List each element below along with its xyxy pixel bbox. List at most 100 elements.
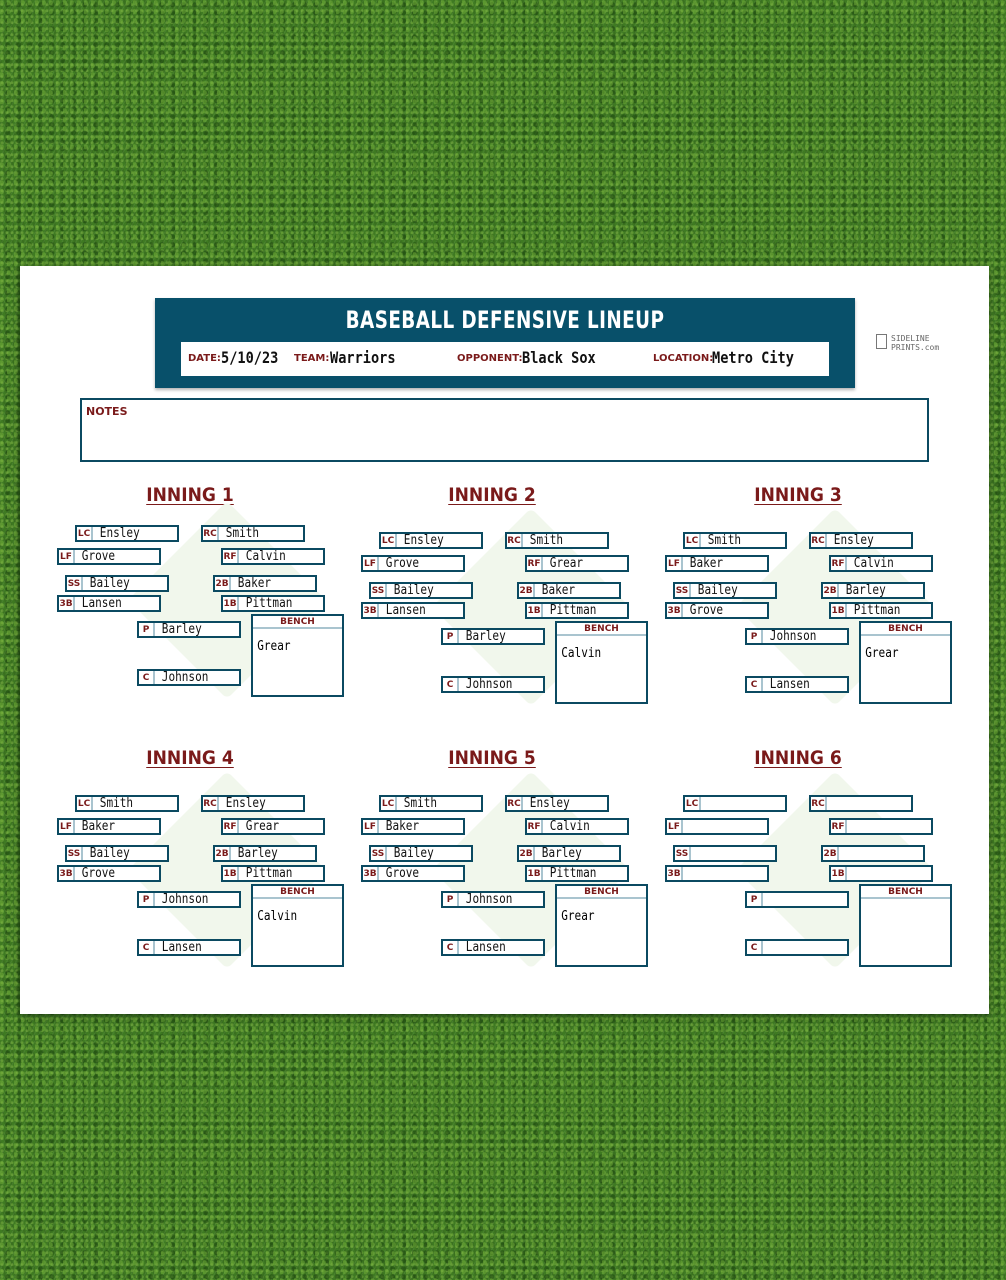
player-name: Barley bbox=[541, 846, 582, 861]
player-name: Smith bbox=[403, 796, 438, 811]
bench-label: BENCH bbox=[253, 616, 342, 629]
player-name: Grear bbox=[549, 556, 584, 571]
position-label: RF bbox=[831, 820, 847, 833]
player-name: Grear bbox=[245, 819, 280, 834]
player-name: Pittman bbox=[853, 603, 901, 618]
position-slot-rf[interactable]: RF bbox=[829, 818, 933, 835]
bench-label: BENCH bbox=[861, 623, 950, 636]
position-slot-rf[interactable]: RF Calvin bbox=[221, 548, 325, 565]
player-name: Baker bbox=[385, 819, 420, 834]
player-name: Calvin bbox=[245, 549, 286, 564]
player-name: Baker bbox=[81, 819, 116, 834]
position-label: P bbox=[139, 893, 155, 906]
position-label: RC bbox=[811, 534, 827, 547]
position-label: LC bbox=[381, 797, 397, 810]
player-name: Grove bbox=[689, 603, 724, 618]
position-slot-ss[interactable]: SS bbox=[673, 845, 777, 862]
player-name: Smith bbox=[707, 533, 742, 548]
position-label: LC bbox=[381, 534, 397, 547]
position-slot-rf[interactable]: RF Grear bbox=[221, 818, 325, 835]
position-slot-3b[interactable]: 3B bbox=[665, 865, 769, 882]
position-slot-lc[interactable]: LC bbox=[683, 795, 787, 812]
header-banner: BASEBALL DEFENSIVE LINEUP DATE: 5/10/23 … bbox=[155, 298, 855, 388]
position-label: LC bbox=[685, 797, 701, 810]
position-slot-1b[interactable]: 1B bbox=[829, 865, 933, 882]
position-label: 2B bbox=[823, 584, 839, 597]
position-label: RF bbox=[223, 550, 239, 563]
player-name: Bailey bbox=[393, 583, 434, 598]
position-label: RF bbox=[223, 820, 239, 833]
date-value: 5/10/23 bbox=[221, 348, 279, 367]
position-slot-2b[interactable]: 2B bbox=[821, 845, 925, 862]
position-slot-rc[interactable]: RC bbox=[809, 795, 913, 812]
position-label: RC bbox=[507, 534, 523, 547]
bench-box[interactable]: BENCH bbox=[859, 884, 952, 967]
position-slot-c[interactable]: C bbox=[745, 939, 849, 956]
position-label: 2B bbox=[519, 584, 535, 597]
position-slot-lf[interactable]: LF bbox=[665, 818, 769, 835]
inning-title: INNING 2 bbox=[448, 484, 536, 506]
position-label: C bbox=[139, 671, 155, 684]
team-value: Warriors bbox=[330, 348, 396, 367]
position-slot-lc[interactable]: LC Smith bbox=[379, 795, 483, 812]
position-label: SS bbox=[67, 577, 83, 590]
position-slot-p[interactable]: P bbox=[745, 891, 849, 908]
position-label: 2B bbox=[215, 577, 231, 590]
team-label: TEAM: bbox=[294, 353, 330, 364]
notes-box[interactable]: NOTES bbox=[80, 398, 929, 462]
